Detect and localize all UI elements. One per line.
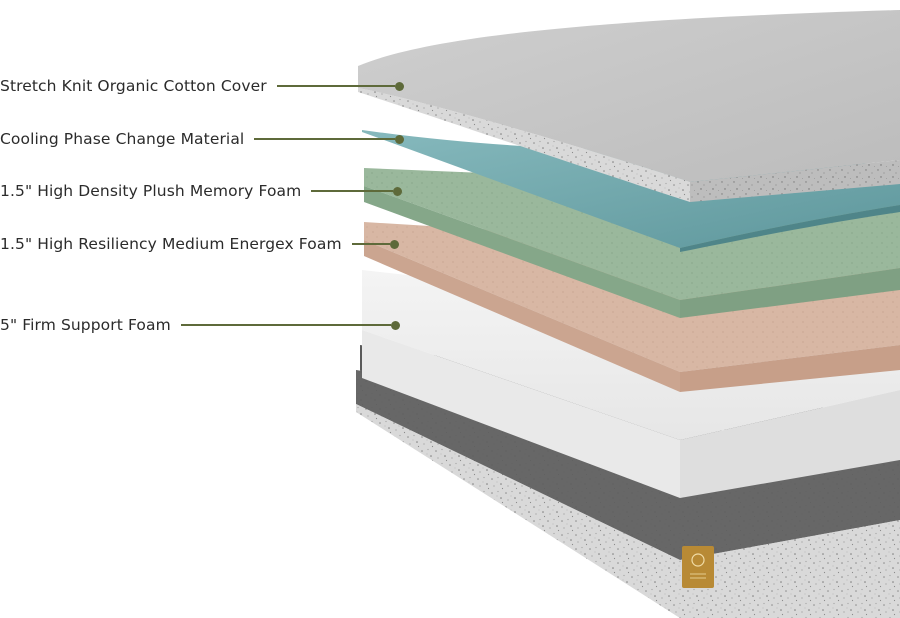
callout-cooling: Cooling Phase Change Material bbox=[0, 127, 405, 151]
callout-cover: Stretch Knit Organic Cotton Cover bbox=[0, 74, 404, 98]
callout-support-foam: 5" Firm Support Foam bbox=[0, 313, 400, 337]
callout-dot-icon bbox=[393, 186, 403, 196]
top-cover-layer bbox=[358, 10, 900, 202]
callout-label-support-foam: 5" Firm Support Foam bbox=[0, 316, 171, 334]
callout-leader-line bbox=[180, 324, 391, 326]
callout-dot-icon bbox=[394, 81, 404, 91]
callout-leader-line bbox=[351, 243, 390, 245]
callout-dot-icon bbox=[389, 239, 399, 249]
base-side bbox=[356, 404, 680, 618]
callout-dot-icon bbox=[395, 134, 405, 144]
brand-label-patch-icon bbox=[682, 546, 714, 588]
callout-label-cover: Stretch Knit Organic Cotton Cover bbox=[0, 77, 267, 95]
callout-energex-foam: 1.5" High Resiliency Medium Energex Foam bbox=[0, 232, 399, 256]
callout-leader-line bbox=[254, 138, 396, 140]
callout-leader-line bbox=[311, 190, 394, 192]
callout-memory-foam: 1.5" High Density Plush Memory Foam bbox=[0, 179, 403, 203]
callout-leader-line bbox=[276, 85, 395, 87]
callout-label-energex-foam: 1.5" High Resiliency Medium Energex Foam bbox=[0, 235, 342, 253]
callout-label-cooling: Cooling Phase Change Material bbox=[0, 130, 245, 148]
callout-dot-icon bbox=[390, 320, 400, 330]
callout-label-memory-foam: 1.5" High Density Plush Memory Foam bbox=[0, 182, 302, 200]
